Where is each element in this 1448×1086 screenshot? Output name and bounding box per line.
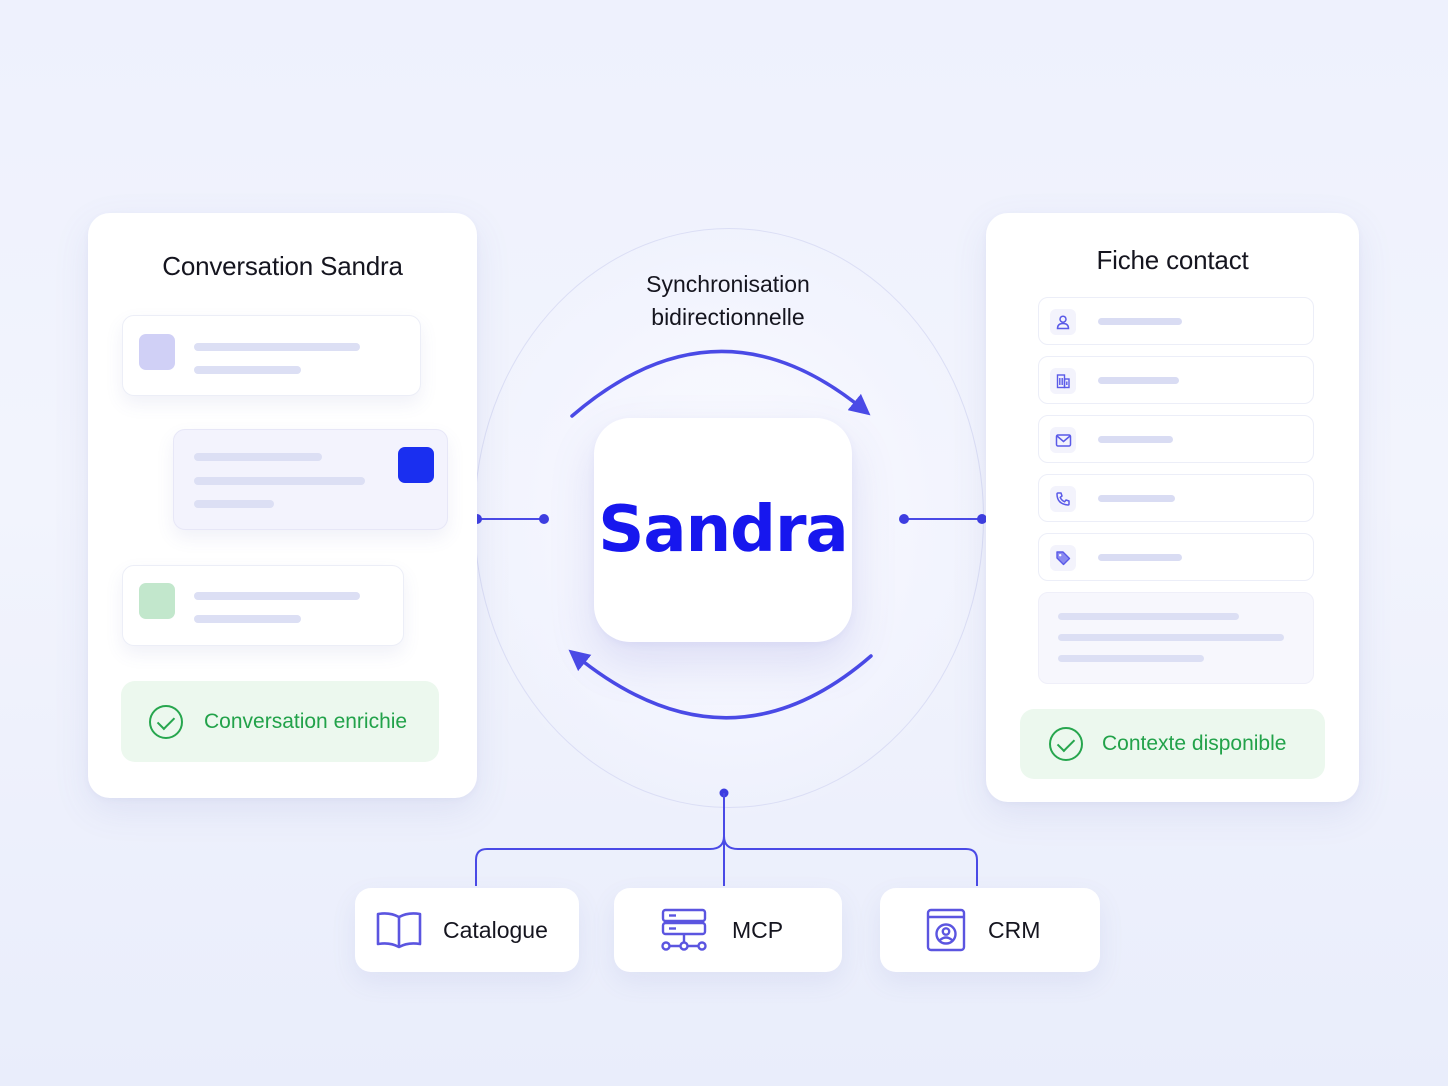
check-circle-icon	[149, 704, 183, 739]
contact-notes-block	[1038, 592, 1314, 684]
contact-status-label: Contexte disponible	[1102, 732, 1287, 755]
conversation-status-label: Conversation enrichie	[204, 709, 408, 733]
contact-field-company	[1038, 356, 1314, 404]
text-line-placeholder	[194, 615, 301, 623]
text-line-placeholder	[194, 453, 322, 461]
book-icon	[375, 909, 423, 951]
text-line-placeholder	[194, 500, 274, 508]
contact-card: Fiche contact Contex	[986, 213, 1359, 802]
message-bubble-outgoing	[173, 429, 448, 530]
contact-card-title: Fiche contact	[1096, 245, 1249, 275]
contact-field-email	[1038, 415, 1314, 463]
text-line-placeholder	[1058, 655, 1204, 662]
contact-field-tags	[1038, 533, 1314, 581]
field-value-placeholder	[1098, 554, 1182, 561]
message-bubble-incoming	[122, 315, 421, 396]
field-value-placeholder	[1098, 377, 1179, 384]
field-value-placeholder	[1098, 495, 1175, 502]
text-line-placeholder	[1058, 634, 1284, 641]
source-label: Catalogue	[443, 916, 548, 943]
text-line-placeholder	[194, 366, 301, 374]
contact-field-name	[1038, 297, 1314, 345]
text-line-placeholder	[194, 477, 365, 485]
source-mcp[interactable]: MCP	[614, 888, 842, 972]
field-value-placeholder	[1098, 318, 1182, 325]
avatar	[398, 447, 434, 483]
avatar	[139, 334, 175, 370]
source-label: MCP	[732, 916, 784, 943]
check-circle-icon	[1049, 727, 1083, 761]
source-catalogue[interactable]: Catalogue	[355, 888, 579, 972]
source-crm[interactable]: CRM	[880, 888, 1100, 972]
message-bubble-incoming	[122, 565, 404, 646]
right-connector	[899, 514, 987, 524]
mail-icon	[1050, 427, 1076, 453]
server-network-icon	[660, 908, 708, 952]
sync-title-line-1: Synchronisation	[646, 271, 810, 297]
sandra-logo: Sandra	[598, 493, 848, 567]
phone-icon	[1050, 486, 1076, 512]
text-line-placeholder	[194, 592, 360, 600]
conversation-card: Conversation Sandra Conversation enrichi…	[88, 213, 477, 798]
sync-title: Synchronisation bidirectionnelle	[600, 268, 856, 334]
source-tree	[475, 788, 978, 886]
contact-status: Contexte disponible	[1020, 709, 1325, 779]
sandra-logo-tile: Sandra	[594, 418, 852, 642]
tag-icon	[1050, 545, 1076, 571]
sync-title-line-2: bidirectionnelle	[651, 304, 805, 330]
avatar	[139, 583, 175, 619]
user-icon	[1050, 309, 1076, 335]
field-value-placeholder	[1098, 436, 1173, 443]
conversation-status: Conversation enrichie	[121, 681, 439, 762]
contact-card-icon	[926, 908, 966, 952]
conversation-card-title: Conversation Sandra	[162, 251, 403, 281]
building-icon	[1050, 368, 1076, 394]
text-line-placeholder	[194, 343, 360, 351]
contact-field-phone	[1038, 474, 1314, 522]
sync-arrow-bottom	[568, 649, 873, 720]
text-line-placeholder	[1058, 613, 1239, 620]
source-label: CRM	[988, 916, 1041, 943]
left-connector	[472, 514, 549, 524]
sync-arrow-top	[570, 349, 871, 418]
